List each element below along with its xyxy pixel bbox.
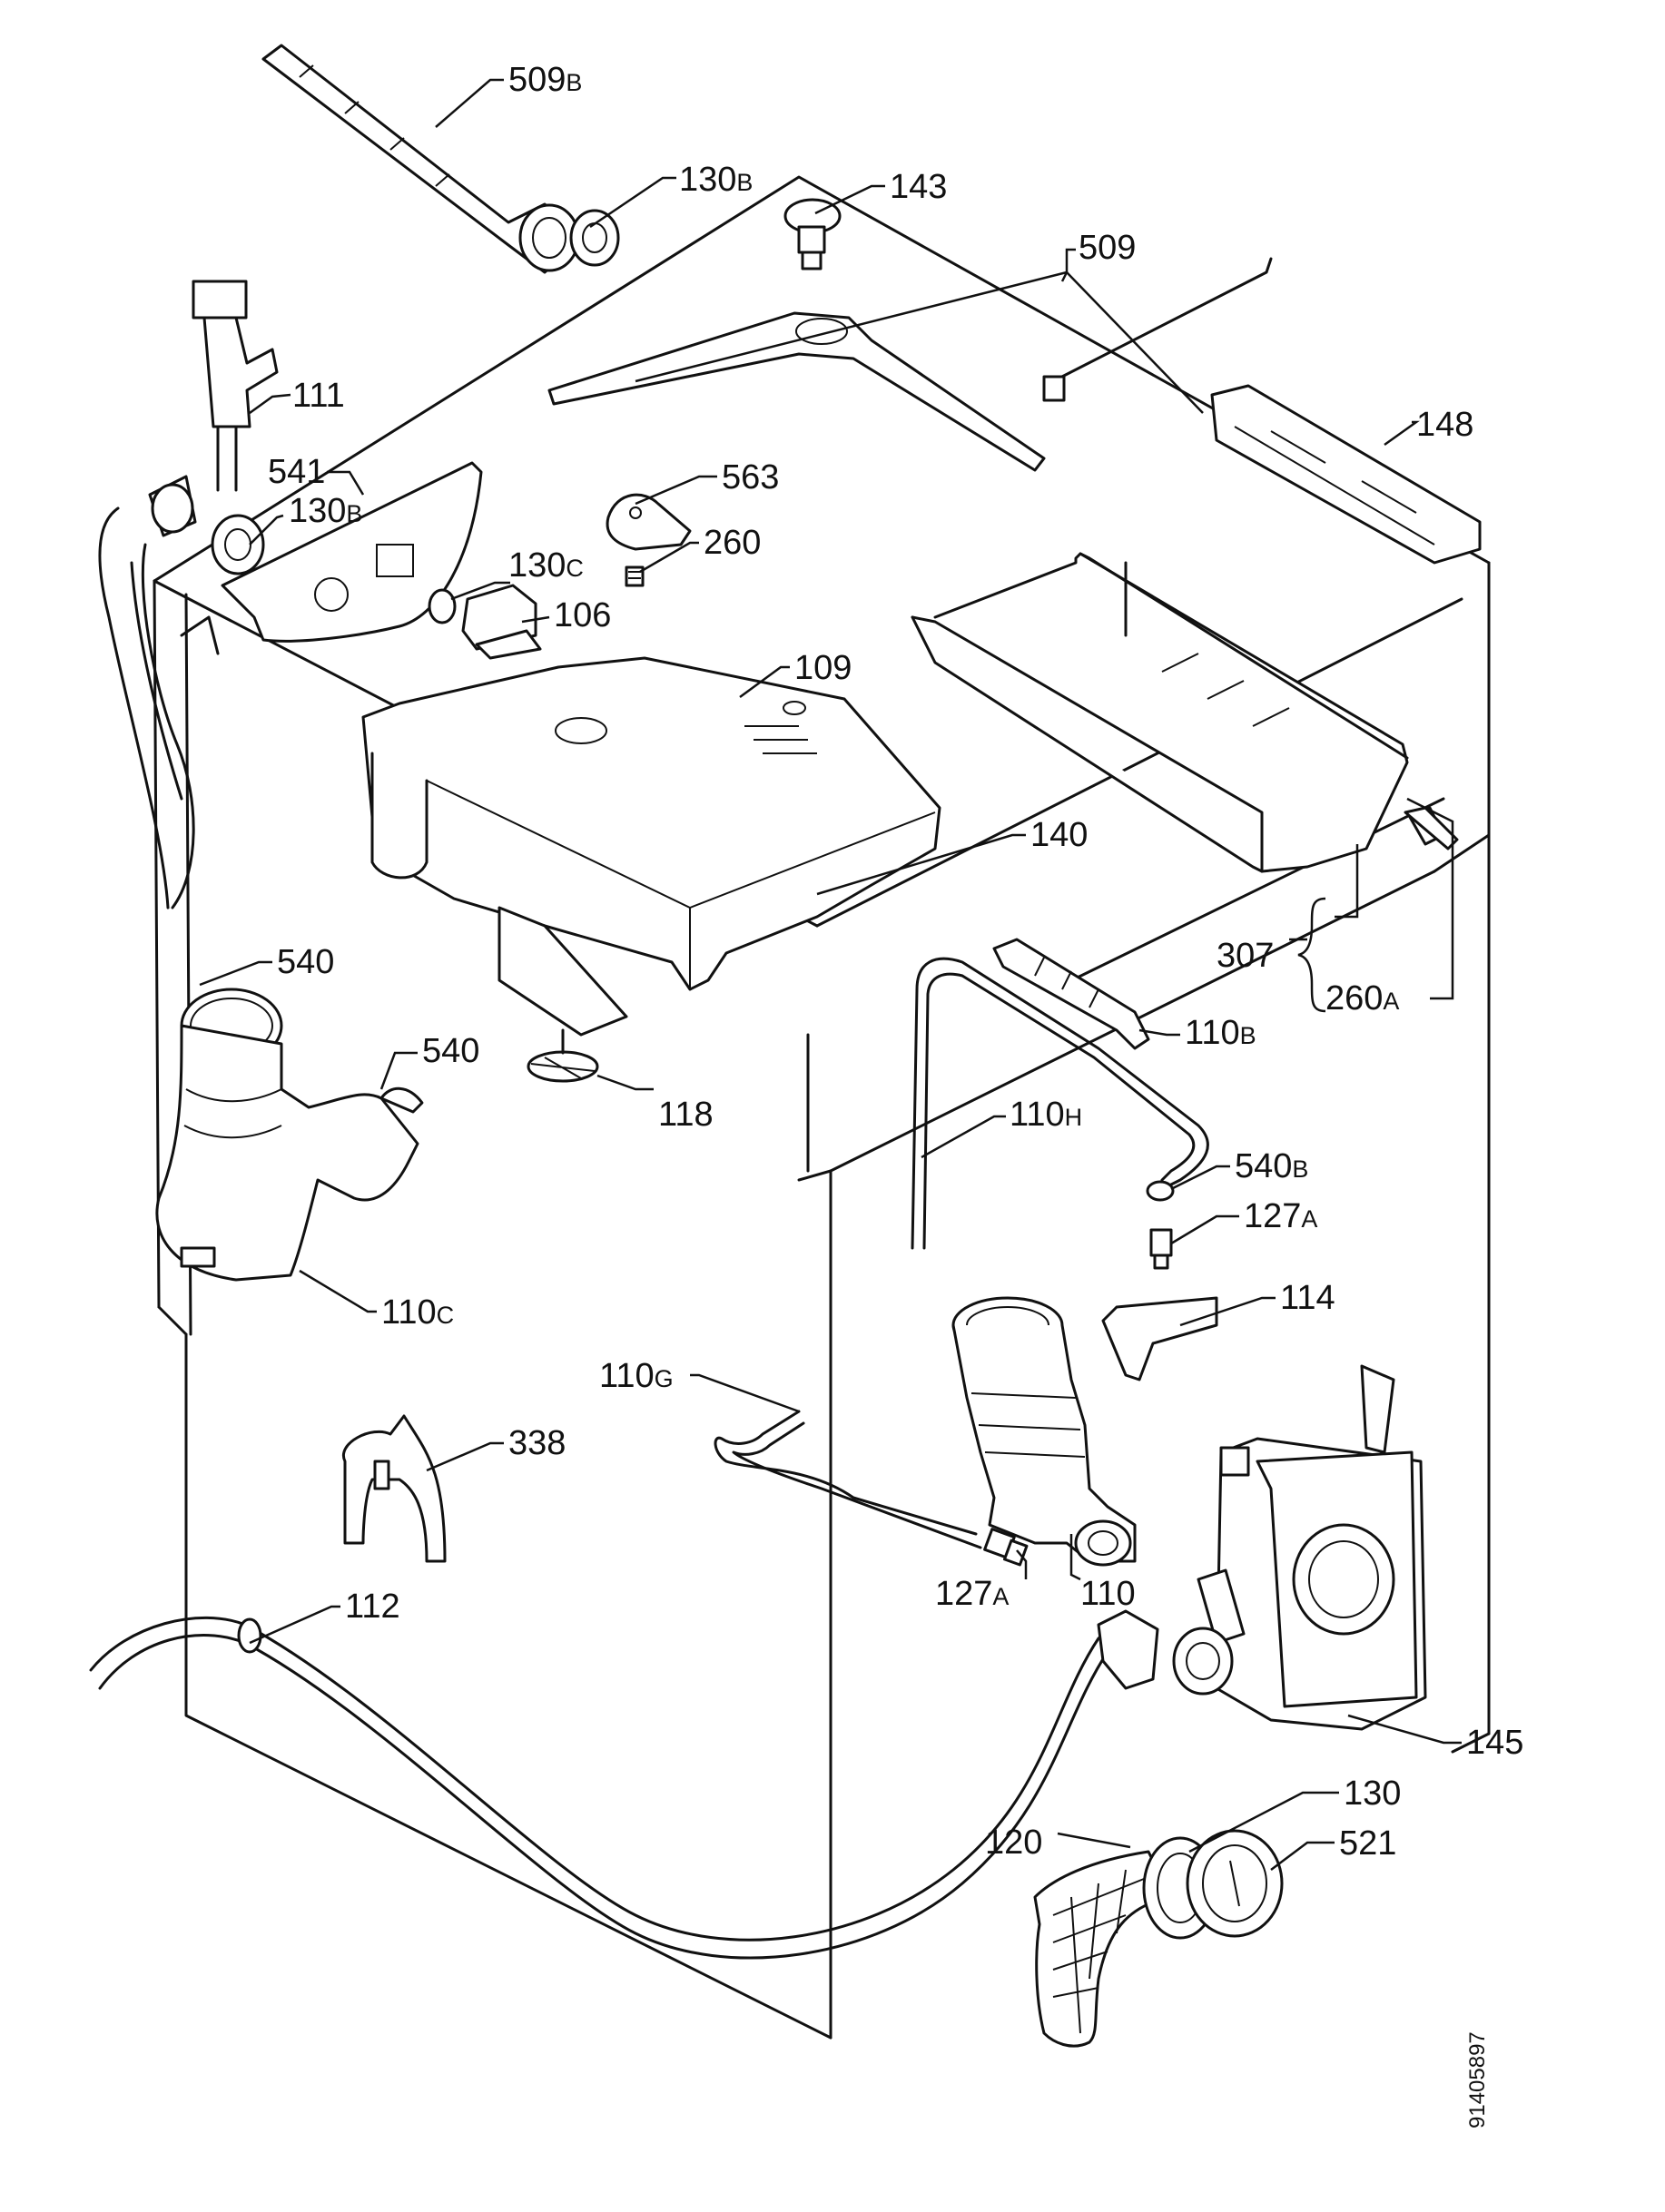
inlet-hose-509b: [261, 44, 583, 274]
bracket-338: [341, 1414, 447, 1563]
knob-143: [783, 198, 842, 270]
label-145: 145: [1466, 1724, 1523, 1762]
brace-307: [1297, 897, 1326, 1013]
label-127a-lower: 127A: [935, 1575, 1009, 1613]
panel-541: [221, 461, 483, 643]
connector-127a-upper: [1149, 1228, 1173, 1270]
label-110h: 110H: [1010, 1096, 1082, 1134]
hose-110b: [992, 938, 1150, 1050]
part-118: [527, 1028, 599, 1083]
left-inlet-hose: [98, 475, 197, 909]
sump-hose-110c: [155, 1024, 419, 1282]
spring-260: [625, 565, 645, 587]
connector-127a-lower: [983, 1528, 1029, 1567]
handle-148: [1210, 384, 1482, 565]
label-111: 111: [292, 377, 345, 415]
label-563: 563: [722, 458, 779, 496]
valve-111: [192, 280, 279, 492]
label-106: 106: [554, 596, 611, 634]
tube-110g: [714, 1410, 982, 1549]
seal-130b-top: [569, 209, 620, 267]
label-130c: 130C: [508, 546, 584, 585]
part-labels: 509B 130B 143 509 111 148 541 563 130B 2…: [268, 61, 1523, 2128]
tube-110h: [911, 957, 1209, 1250]
label-260: 260: [704, 524, 761, 562]
label-130: 130: [1344, 1775, 1401, 1813]
label-307: 307: [1217, 937, 1274, 975]
label-112: 112: [345, 1588, 400, 1626]
drawing-code: 91405897: [1465, 2031, 1490, 2128]
label-509: 509: [1079, 229, 1136, 267]
seal-130b-mid: [211, 514, 265, 575]
label-509b: 509B: [508, 61, 582, 99]
part-563: [606, 493, 692, 551]
leader-lines: [199, 78, 1462, 1871]
lever-509: [547, 311, 1046, 472]
label-120: 120: [985, 1824, 1042, 1862]
label-110c: 110C: [381, 1293, 454, 1332]
part-260a: [1404, 806, 1459, 850]
label-109: 109: [794, 649, 852, 687]
label-127a-upper: 127A: [1244, 1197, 1317, 1235]
label-130b-top: 130B: [679, 161, 753, 199]
rod-509: [1042, 257, 1273, 402]
clamp-540-lower: [379, 1086, 424, 1114]
pump-145: [1172, 1364, 1427, 1731]
detergent-box-109: [361, 656, 941, 1037]
label-114: 114: [1280, 1279, 1335, 1317]
label-148: 148: [1416, 406, 1473, 444]
label-140: 140: [1030, 816, 1088, 854]
label-110g: 110G: [599, 1357, 674, 1395]
label-540-b: 540: [422, 1032, 479, 1070]
drain-hose-112: [89, 1609, 1159, 1960]
label-521: 521: [1339, 1824, 1396, 1863]
label-118: 118: [658, 1096, 714, 1134]
label-110b: 110B: [1185, 1014, 1256, 1052]
part-114: [1101, 1296, 1218, 1381]
label-540b: 540B: [1235, 1147, 1308, 1185]
label-110: 110: [1080, 1575, 1136, 1613]
label-260a: 260A: [1325, 979, 1399, 1018]
part-130c-106: [428, 584, 542, 660]
drawer-140: [911, 552, 1445, 873]
filter-120: [1033, 1850, 1173, 2048]
cap-521: [1186, 1829, 1284, 1938]
label-541: 541: [268, 453, 325, 491]
label-143: 143: [890, 168, 947, 206]
label-540-a: 540: [277, 943, 334, 981]
hose-110: [951, 1296, 1137, 1567]
clip-540b: [1146, 1180, 1175, 1202]
label-338: 338: [508, 1424, 566, 1462]
label-130b-mid: 130B: [289, 492, 362, 530]
